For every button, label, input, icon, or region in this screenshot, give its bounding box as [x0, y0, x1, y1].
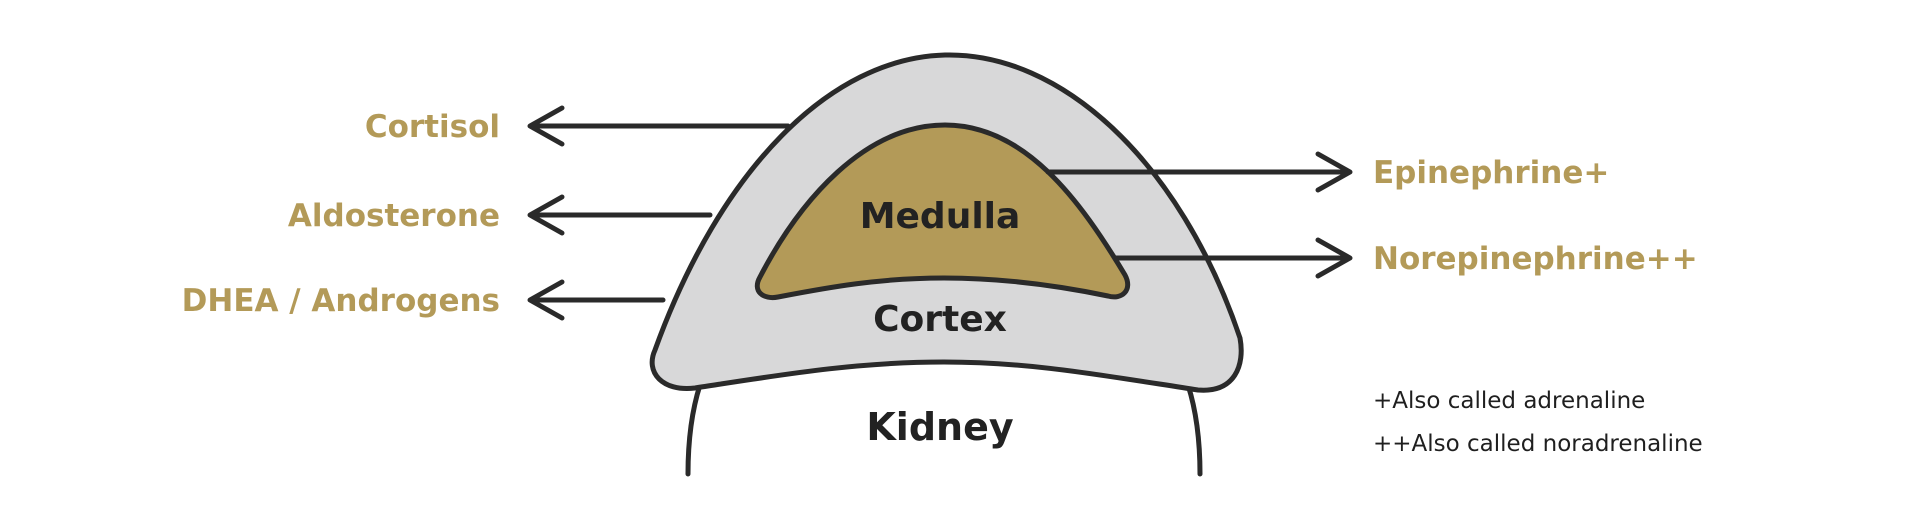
- hormone-label-norepinephrine: Norepinephrine++: [1373, 241, 1698, 277]
- hormone-label-epinephrine: Epinephrine+: [1373, 155, 1609, 191]
- kidney-outline: [685, 382, 1203, 477]
- cortex-output-arrows: [527, 105, 791, 321]
- arrowhead-norepinephrine: [1315, 237, 1353, 279]
- footnote-adrenaline: +Also called adrenaline: [1373, 388, 1645, 414]
- kidney-label: Kidney: [866, 405, 1013, 449]
- arrowhead-epinephrine: [1315, 151, 1353, 193]
- hormone-label-aldosterone: Aldosterone: [288, 198, 500, 234]
- arrowhead-aldosterone: [527, 194, 565, 236]
- hormone-label-dhea-androgens: DHEA / Androgens: [182, 283, 500, 319]
- adrenal-medulla-shape: [754, 122, 1131, 301]
- arrowhead-cortisol: [527, 105, 565, 147]
- hormone-label-cortisol: Cortisol: [365, 109, 500, 145]
- medulla-output-arrows: [1045, 151, 1353, 279]
- arrowhead-dhea: [527, 279, 565, 321]
- medulla-label: Medulla: [860, 196, 1021, 237]
- cortex-label: Cortex: [873, 299, 1007, 340]
- footnote-noradrenaline: ++Also called noradrenaline: [1373, 431, 1703, 457]
